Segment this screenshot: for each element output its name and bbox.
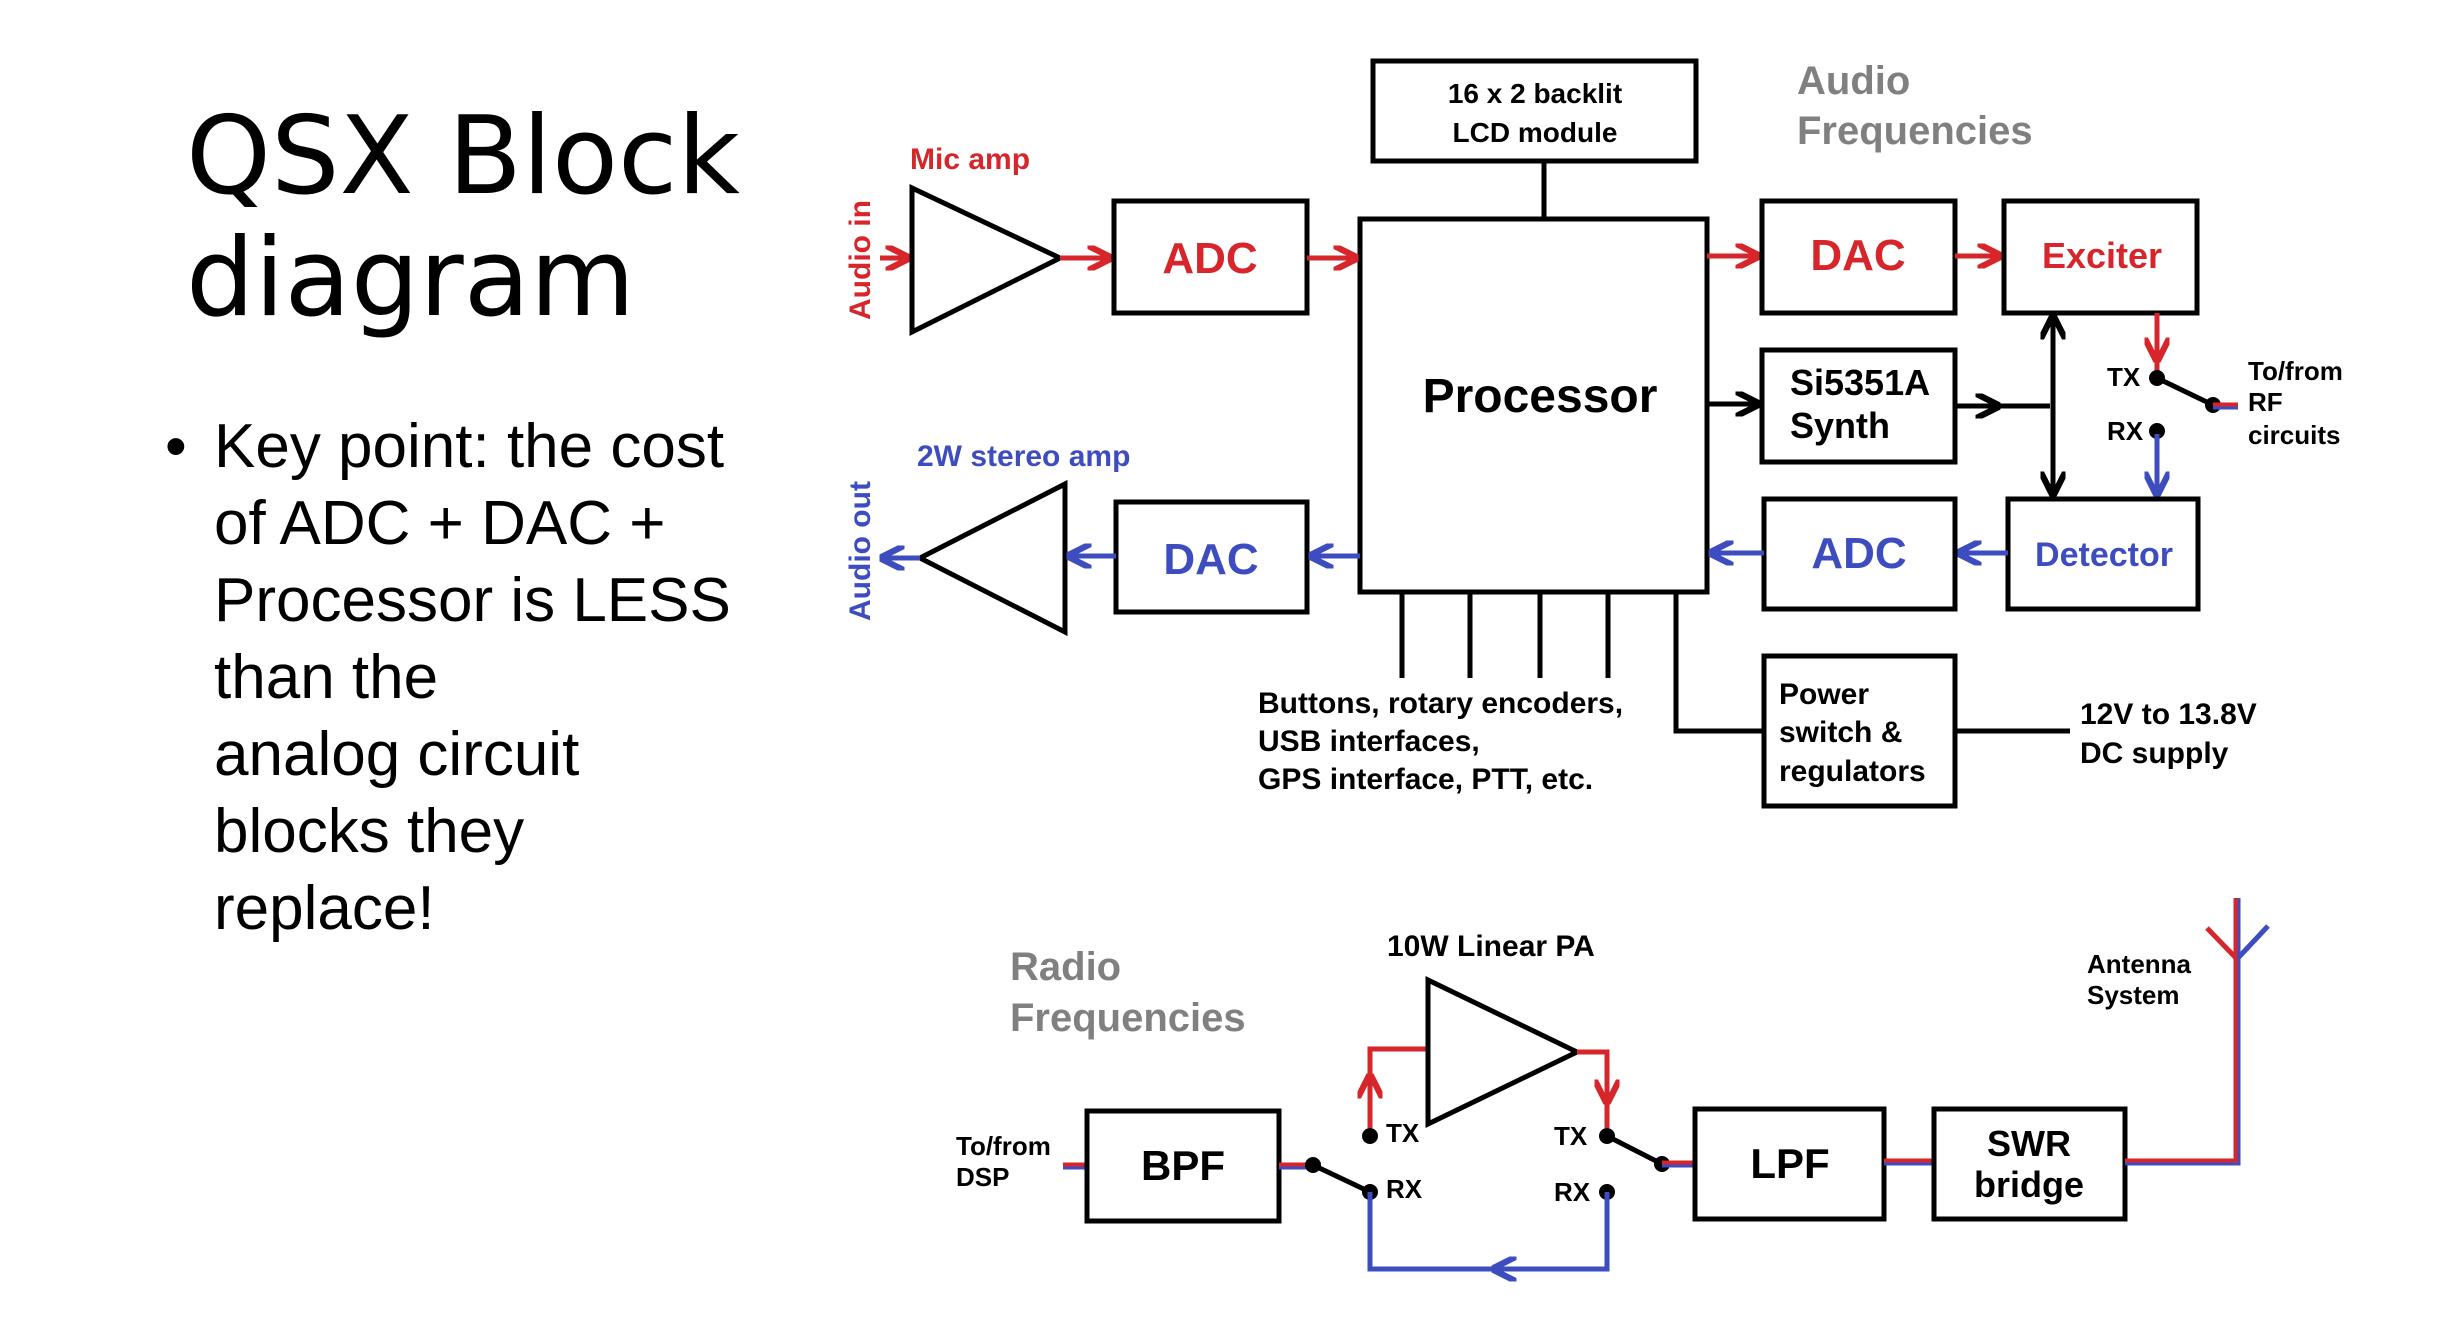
swr-label-1: SWR [1987, 1123, 2071, 1164]
antenna-feed-wire-blue [2125, 898, 2241, 1166]
rf-section-label-2: Frequencies [1010, 996, 1246, 1040]
left-tx-node [1362, 1128, 1378, 1144]
dac-out-label: DAC [1810, 231, 1905, 280]
right-tx-label: TX [1554, 1121, 1588, 1151]
audio-section-label-2: Frequencies [1797, 109, 2033, 153]
io-label-1: Buttons, rotary encoders, [1258, 687, 1623, 720]
audio-in-label: Audio in [844, 200, 877, 320]
power-label-1: Power [1779, 678, 1869, 711]
lcd-label-1: 16 x 2 backlit [1448, 78, 1622, 109]
adc-out-label: ADC [1811, 529, 1906, 578]
stereo-amp-triangle [914, 479, 1068, 637]
pa-label: 10W Linear PA [1387, 930, 1595, 963]
power-label-2: switch & [1779, 716, 1902, 749]
mic-amp-triangle [909, 184, 1066, 337]
processor-power-wire [1673, 592, 1764, 734]
pa-input-wire [1367, 1046, 1428, 1128]
audio-section-label: Audio [1797, 59, 1910, 103]
left-tx-label: TX [1386, 1118, 1420, 1148]
supply-label-2: DC supply [2080, 737, 2229, 770]
exciter-box [2001, 198, 2200, 316]
dsp-label-1: To/from [956, 1131, 1051, 1161]
adc-in-label: ADC [1162, 234, 1257, 283]
synth-label-1: Si5351A [1790, 362, 1930, 403]
dac-in-label: DAC [1163, 535, 1258, 584]
supply-label-1: 12V to 13.8V [2080, 698, 2257, 731]
processor-label: Processor [1423, 370, 1658, 423]
audio-out-label: Audio out [844, 481, 877, 621]
lcd-label-2: LCD module [1453, 117, 1618, 148]
rf-circuits-label-1: To/from [2248, 356, 2343, 386]
rx-label: RX [2107, 416, 2144, 446]
antenna-arm-left [2205, 926, 2238, 960]
rf-circuits-label-3: circuits [2248, 420, 2341, 450]
pa-output-wire [1577, 1049, 1610, 1128]
synth-label-2: Synth [1790, 405, 1890, 446]
io-label-2: USB interfaces, [1258, 725, 1480, 758]
rx-bypass-wire [1367, 1192, 1610, 1272]
bullet-symbol: • [165, 412, 187, 481]
rf-section-label: Radio [1010, 945, 1121, 989]
lpf-label: LPF [1750, 1140, 1829, 1187]
rx-node [2149, 423, 2165, 439]
slide-title: QSX Block diagram [186, 94, 740, 341]
antenna-label-1: Antenna [2087, 949, 2192, 979]
detector-label: Detector [2035, 536, 2173, 574]
tx-label: TX [2107, 362, 2141, 392]
bpf-label: BPF [1141, 1142, 1225, 1189]
left-rx-label: RX [1386, 1174, 1423, 1204]
stereo-amp-label: 2W stereo amp [917, 440, 1130, 473]
antenna-feed-wire [2125, 898, 2239, 1164]
dsp-label-2: DSP [956, 1162, 1009, 1192]
right-rx-label: RX [1554, 1177, 1591, 1207]
right-switch-arm [1605, 1133, 1664, 1167]
mic-amp-label: Mic amp [910, 143, 1030, 176]
io-label-3: GPS interface, PTT, etc. [1258, 763, 1593, 796]
antenna-arm-right [2236, 924, 2270, 960]
trx-switch-arm [2155, 375, 2215, 408]
left-switch-arm [1311, 1162, 1372, 1195]
bullet-text: Key point: the cost of ADC + DAC + Proce… [214, 412, 731, 943]
power-label-3: regulators [1779, 755, 1926, 788]
pa-triangle [1425, 976, 1583, 1128]
rf-circuits-label-2: RF [2248, 387, 2283, 417]
swr-label-2: bridge [1974, 1164, 2084, 1205]
exciter-label: Exciter [2042, 235, 2162, 276]
antenna-label-2: System [2087, 980, 2180, 1010]
lcd-module-box [1370, 58, 1699, 164]
